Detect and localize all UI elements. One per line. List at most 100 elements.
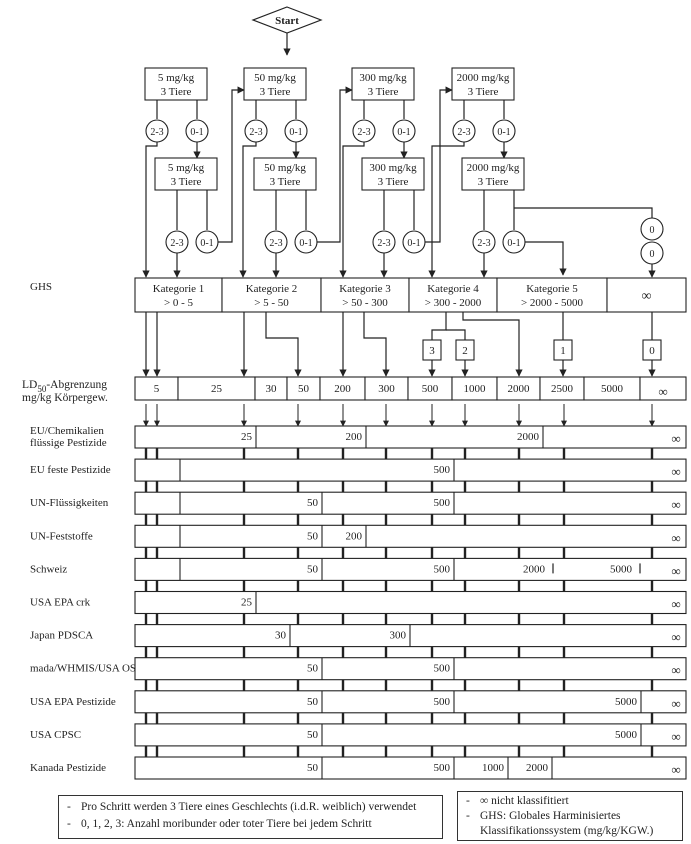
mortality-count-box: 3 [422,339,442,377]
cut-value: 1000 [482,762,505,774]
system-name: USA EPA crk [30,597,91,609]
system-name-line2: flüssige Pestizide [30,437,107,449]
ghs-category-box [606,277,687,313]
outcome-label: 2-3 [477,238,490,249]
not-classified-value: ∞ [671,663,680,678]
system-bar [134,524,687,548]
connector-line [462,312,523,377]
cut-value: 50 [307,663,319,675]
cut-value: 500 [434,497,451,509]
dose-flow: 5 mg/kg 3 Tiere 2-3 0-1 5 mg/kg 3 Tiere 2-3 0-1… [142,67,664,278]
system-name: Japan PDSCA [30,630,93,642]
ld50-cell-value: 1000 [464,383,487,395]
ld50-cell-value: 5000 [601,383,624,395]
legend-text-counts: 0, 1, 2, 3: Anzahl moribunder oder toter… [81,818,372,830]
system-bar [134,425,687,449]
outcome-label: 0 [650,249,655,260]
dose-label: 5 mg/kg [168,162,205,174]
ghs-category-name: Kategorie 3 [339,283,391,295]
ghs-category-infinity: ∞ [642,289,652,304]
cut-value: 500 [434,464,451,476]
system-name: UN-Feststoffe [30,530,93,542]
cut-value: 2000 [526,762,549,774]
cut-value: 50 [307,762,319,774]
system-name: Kanada Pestizide [30,762,106,774]
ghs-category-range: > 0 - 5 [164,297,194,309]
outcome-label: 2-3 [357,127,370,138]
outcome-label: 0-1 [289,127,302,138]
ld50-cell-value: ∞ [658,384,667,399]
outcome-label: 0-1 [190,127,203,138]
animals-label: 3 Tiere [368,86,399,98]
not-classified-value: ∞ [671,762,680,777]
mortality-count-box: 1 [553,339,573,377]
system-bar [134,491,687,515]
dose-label: 2000 mg/kg [467,162,520,174]
cut-value: 500 [434,762,451,774]
cut-value: 50 [307,497,319,509]
ld50-cell: ∞ [639,376,687,401]
cut-value: 5000 [615,729,638,741]
dose-label: 5 mg/kg [158,72,195,84]
repeat-dose-box [154,157,218,191]
dose-label: 2000 mg/kg [457,72,510,84]
outcome-label: 0-1 [497,127,510,138]
legend-text-infinity: ∞ nicht klassifitiert [480,795,569,807]
system-bar [134,557,687,581]
ghs-category-range: > 300 - 2000 [425,297,482,309]
connector-line [525,241,567,276]
system-name: Schweiz [30,563,67,575]
mortality-count-box: 0 [642,339,662,377]
system-bar [134,756,687,780]
ghs-category-4: Kategorie 4> 300 - 2000 [408,277,498,313]
not-classified-value: ∞ [671,630,680,645]
ld50-cell: 25 [177,376,256,401]
cut-value: 5000 [610,563,633,575]
system-name: USA CPSC [30,729,81,741]
connector-line [317,86,353,243]
ghs-category-box [134,277,223,313]
system-bar [134,590,687,615]
cut-value: 25 [241,597,253,609]
legend-left: -Pro Schritt werden 3 Tiere eines Geschl… [58,795,443,839]
ghs-category-name: Kategorie 1 [153,283,205,295]
connector-line [514,207,653,218]
ghs-category-box [408,277,498,313]
ld50-cell-value: 2500 [551,383,574,395]
ld50-cell: 1000 [451,376,498,401]
outcome-label: 0 [650,225,655,236]
animals-label: 3 Tiere [468,86,499,98]
cut-value: 50 [307,696,319,708]
cut-value: 50 [307,530,319,542]
system-name: UN-Flüssigkeiten [30,497,109,509]
ghs-category-5: Kategorie 5> 2000 - 5000 [496,277,608,313]
cut-value: 50 [307,729,319,741]
animals-label: 3 Tiere [478,176,509,188]
ghs-category-range: > 2000 - 5000 [521,297,584,309]
not-classified-value: ∞ [671,696,680,711]
outcome-label: 0-1 [299,238,312,249]
ld50-cell-value: 200 [334,383,351,395]
system-name: USA EPA Pestizide [30,696,116,708]
cut-value: 300 [390,630,407,642]
ld50-cell-box [639,376,687,401]
cut-value: 200 [346,431,363,443]
system-name: mada/WHMIS/USA OSHA [30,663,152,675]
ld50-cell-value: 500 [422,383,439,395]
connector-line [431,312,447,340]
outcome-label: 2-3 [150,127,163,138]
not-classified-value: ∞ [671,530,680,545]
ld50-cell: 2500 [539,376,585,401]
repeat-dose-box [461,157,525,191]
cut-value: 500 [434,696,451,708]
legend-text-ghs-2: Klassifikationssystem (mg/kg/KGW.) [480,825,654,837]
system-bar [134,657,687,681]
repeat-dose-box [253,157,317,191]
dose-box [243,67,307,101]
animals-label: 3 Tiere [378,176,409,188]
